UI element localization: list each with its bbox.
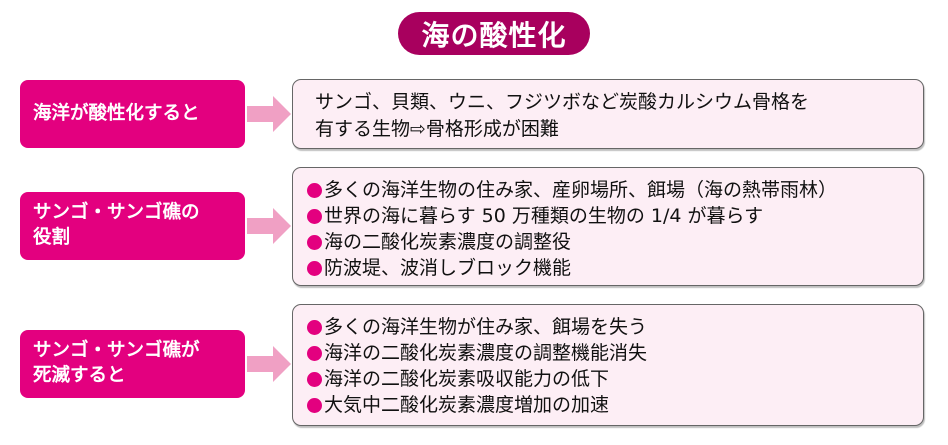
list-item: 多くの海洋生物の住み家、産卵場所、餌場（海の熱帯雨林） bbox=[307, 177, 923, 203]
content-box-acidification: サンゴ、貝類、ウニ、フジツボなど炭酸カルシウム骨格を 有する生物⇨骨格形成が困難 bbox=[292, 79, 924, 149]
list-item: 防波堤、波消しブロック機能 bbox=[307, 255, 923, 281]
content-box-coral-role: 多くの海洋生物の住み家、産卵場所、餌場（海の熱帯雨林） 世界の海に暮らす 50 … bbox=[292, 167, 924, 286]
list-item-text: 海洋の二酸化炭素濃度の調整機能消失 bbox=[324, 342, 648, 364]
title-banner: 海の酸性化 bbox=[398, 12, 590, 55]
bullet-dot-icon bbox=[307, 182, 322, 198]
label-box-coral-role: サンゴ・サンゴ礁の 役割 bbox=[20, 192, 245, 260]
content-line: 有する生物⇨骨格形成が困難 bbox=[315, 117, 559, 140]
bullet-dot-icon bbox=[307, 208, 322, 224]
list-item: 海の二酸化炭素濃度の調整役 bbox=[307, 229, 923, 255]
bullet-dot-icon bbox=[307, 234, 322, 250]
bullet-list: 多くの海洋生物の住み家、産卵場所、餌場（海の熱帯雨林） 世界の海に暮らす 50 … bbox=[293, 168, 923, 281]
content-box-coral-death: 多くの海洋生物が住み家、餌場を失う 海洋の二酸化炭素濃度の調整機能消失 海洋の二… bbox=[292, 304, 924, 426]
list-item: 多くの海洋生物が住み家、餌場を失う bbox=[307, 314, 923, 340]
title-text: 海の酸性化 bbox=[421, 18, 567, 52]
bullet-dot-icon bbox=[307, 319, 322, 335]
label-text: サンゴ・サンゴ礁が 死滅すると bbox=[33, 340, 200, 386]
arrow-right-icon bbox=[247, 346, 291, 382]
list-item-text: 世界の海に暮らす 50 万種類の生物の 1/4 が暮らす bbox=[324, 205, 764, 227]
list-item: 海洋の二酸化炭素濃度の調整機能消失 bbox=[307, 340, 923, 366]
label-text: 海洋が酸性化すると bbox=[33, 102, 200, 124]
arrow-right-icon bbox=[247, 208, 291, 244]
label-box-acidification: 海洋が酸性化すると bbox=[20, 80, 245, 148]
arrow-right-icon bbox=[247, 96, 291, 132]
list-item: 海洋の二酸化炭素吸収能力の低下 bbox=[307, 366, 923, 392]
list-item: 世界の海に暮らす 50 万種類の生物の 1/4 が暮らす bbox=[307, 203, 923, 229]
list-item: 大気中二酸化炭素濃度増加の加速 bbox=[307, 392, 923, 418]
bullet-dot-icon bbox=[307, 345, 322, 361]
bullet-dot-icon bbox=[307, 371, 322, 387]
list-item-text: 多くの海洋生物が住み家、餌場を失う bbox=[324, 316, 648, 338]
label-box-coral-death: サンゴ・サンゴ礁が 死滅すると bbox=[20, 330, 245, 398]
label-text: サンゴ・サンゴ礁の 役割 bbox=[33, 202, 200, 248]
bullet-dot-icon bbox=[307, 260, 322, 276]
list-item-text: 多くの海洋生物の住み家、産卵場所、餌場（海の熱帯雨林） bbox=[324, 179, 838, 201]
list-item-text: 海の二酸化炭素濃度の調整役 bbox=[324, 231, 572, 253]
list-item-text: 防波堤、波消しブロック機能 bbox=[324, 257, 572, 279]
bullet-list: 多くの海洋生物が住み家、餌場を失う 海洋の二酸化炭素濃度の調整機能消失 海洋の二… bbox=[293, 305, 923, 418]
content-line: サンゴ、貝類、ウニ、フジツボなど炭酸カルシウム骨格を bbox=[315, 91, 810, 113]
bullet-dot-icon bbox=[307, 397, 322, 413]
list-item-text: 大気中二酸化炭素濃度増加の加速 bbox=[324, 394, 610, 416]
list-item-text: 海洋の二酸化炭素吸収能力の低下 bbox=[324, 368, 610, 390]
